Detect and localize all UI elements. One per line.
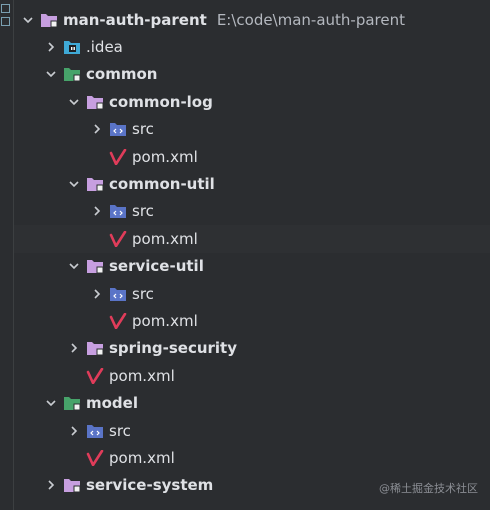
tree-node-label: common-util [109, 175, 215, 194]
tree-node-common-util[interactable]: common-util [14, 170, 490, 197]
tree-node-model[interactable]: model [14, 389, 490, 416]
project-tree: man-auth-parent E:\code\man-auth-parent … [14, 6, 490, 499]
tree-node-label: src [132, 202, 154, 221]
chevron-right-icon[interactable] [89, 286, 105, 302]
gutter-panel-icon[interactable] [1, 17, 10, 26]
gutter-settings-icon[interactable] [1, 4, 10, 13]
module-folder-icon [86, 340, 104, 356]
tree-node-common-log-pom[interactable]: pom.xml [14, 143, 490, 170]
tree-node-label: model [86, 394, 138, 413]
tree-node-label: pom.xml [132, 229, 198, 248]
module-folder-icon [86, 176, 104, 192]
watermark: @稀土掘金技术社区 [379, 482, 478, 495]
idea-folder-icon [63, 39, 81, 55]
green-module-folder-icon [63, 66, 81, 82]
tree-node-common-log[interactable]: common-log [14, 88, 490, 115]
project-path: E:\code\man-auth-parent [216, 10, 406, 29]
tree-node-label: common-log [109, 92, 213, 111]
tree-node-model-pom[interactable]: pom.xml [14, 444, 490, 471]
chevron-right-icon[interactable] [43, 477, 59, 493]
chevron-right-icon[interactable] [89, 121, 105, 137]
tree-node-label: src [109, 421, 131, 440]
tree-node-label: man-auth-parent [63, 10, 207, 29]
chevron-down-icon[interactable] [43, 66, 59, 82]
tree-node-spring-security[interactable]: spring-security [14, 335, 490, 362]
tree-node-service-util-pom[interactable]: pom.xml [14, 307, 490, 334]
chevron-right-icon[interactable] [43, 39, 59, 55]
module-folder-icon [86, 94, 104, 110]
module-folder-icon [63, 477, 81, 493]
chevron-right-icon[interactable] [66, 423, 82, 439]
tree-node-label: .idea [86, 38, 123, 57]
maven-icon [109, 312, 127, 329]
maven-icon [86, 449, 104, 466]
module-folder-icon [40, 12, 58, 28]
tree-node-label: service-system [86, 476, 214, 495]
tree-node-label: common [86, 65, 158, 84]
tree-node-root[interactable]: man-auth-parent E:\code\man-auth-parent [14, 6, 490, 33]
tree-node-label: spring-security [109, 339, 238, 358]
chevron-right-icon[interactable] [89, 203, 105, 219]
chevron-down-icon[interactable] [43, 395, 59, 411]
source-folder-icon [109, 203, 127, 219]
chevron-down-icon[interactable] [66, 94, 82, 110]
tree-node-service-system[interactable]: service-system [14, 472, 490, 499]
chevron-down-icon[interactable] [20, 12, 36, 28]
tree-node-label: pom.xml [109, 448, 175, 467]
source-folder-icon [109, 286, 127, 302]
maven-icon [109, 148, 127, 165]
green-module-folder-icon [63, 395, 81, 411]
chevron-right-icon[interactable] [66, 340, 82, 356]
maven-icon [109, 230, 127, 247]
maven-icon [86, 367, 104, 384]
tree-node-common[interactable]: common [14, 61, 490, 88]
left-gutter [0, 0, 14, 510]
tree-node-label: src [132, 284, 154, 303]
tree-node-common-util-src[interactable]: src [14, 198, 490, 225]
tree-node-label: pom.xml [132, 311, 198, 330]
tree-node-label: src [132, 120, 154, 139]
tree-node-label: pom.xml [109, 366, 175, 385]
module-folder-icon [86, 258, 104, 274]
chevron-down-icon[interactable] [66, 258, 82, 274]
tree-node-service-util[interactable]: service-util [14, 253, 490, 280]
tree-node-model-src[interactable]: src [14, 417, 490, 444]
tree-node-service-util-src[interactable]: src [14, 280, 490, 307]
source-folder-icon [109, 121, 127, 137]
tree-node-label: service-util [109, 257, 204, 276]
tree-node-label: pom.xml [132, 147, 198, 166]
tree-node-common-pom[interactable]: pom.xml [14, 362, 490, 389]
tree-node-idea[interactable]: .idea [14, 33, 490, 60]
tree-node-common-log-src[interactable]: src [14, 116, 490, 143]
tree-node-common-util-pom[interactable]: pom.xml [14, 225, 490, 253]
chevron-down-icon[interactable] [66, 176, 82, 192]
source-folder-icon [86, 423, 104, 439]
